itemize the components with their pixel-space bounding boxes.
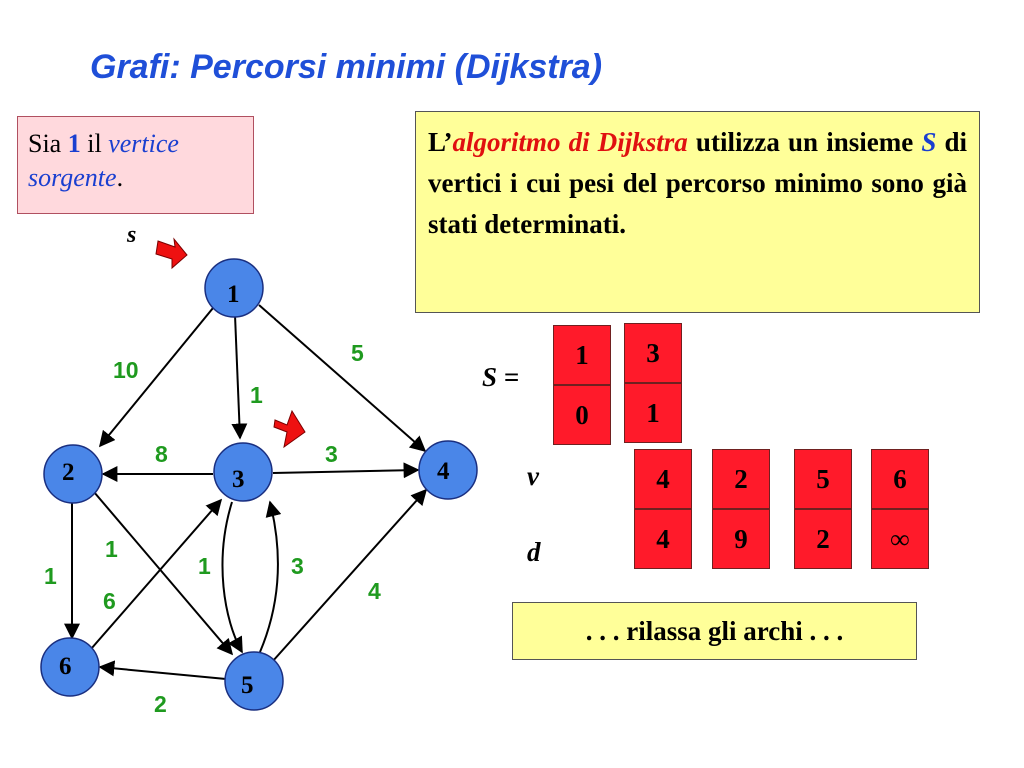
- current-vertex-pointer-arrow-icon: [273, 409, 306, 449]
- edge-1-3: [231, 314, 248, 440]
- row-label-d: d: [527, 537, 541, 567]
- queue-distance-cell-2: 9: [712, 509, 770, 569]
- node-1-label: 1: [227, 281, 240, 308]
- node-5: 5: [224, 651, 284, 711]
- info-text-1: utilizza un insieme: [687, 127, 922, 157]
- node-3: 3: [213, 442, 273, 502]
- source-pointer-arrow-icon: [155, 237, 188, 270]
- weight-1-2: 10: [113, 357, 139, 383]
- node-6-label: 6: [59, 653, 72, 680]
- weight-6-3: 6: [103, 588, 116, 614]
- node-5-label: 5: [241, 672, 254, 699]
- S-distance-cell-2: 1: [624, 383, 682, 443]
- source-vertex-note: Sia 1 il vertice sorgente.: [17, 116, 254, 214]
- weight-5-4: 4: [368, 578, 381, 604]
- edge-6-3: [90, 498, 223, 650]
- queue-vertex-cell-1: 4: [634, 449, 692, 509]
- info-algorithm-name: algoritmo di Dijkstra: [452, 127, 688, 157]
- weight-3-5: 1: [198, 553, 211, 579]
- queue-vertex-cell-2: 2: [712, 449, 770, 509]
- queue-distance-cell-4: ∞: [871, 509, 929, 569]
- queue-vertex-cell-4: 6: [871, 449, 929, 509]
- weight-5-3: 3: [291, 553, 304, 579]
- source-note-text: Sia: [28, 129, 68, 158]
- node-2: 2: [43, 444, 103, 504]
- edge-2-5: [93, 491, 234, 656]
- S-vertex-cell-2: 3: [624, 323, 682, 383]
- source-note-text-2: il: [80, 129, 109, 158]
- node-4-label: 4: [437, 458, 450, 485]
- edge-5-3: [259, 500, 282, 653]
- node-1: 1: [204, 258, 264, 318]
- edge-5-4: [271, 488, 428, 663]
- node-3-label: 3: [232, 466, 245, 493]
- info-text-2: di vertici i cui pesi del percorso minim…: [428, 127, 967, 239]
- source-marker-s: s: [127, 222, 137, 248]
- weight-3-2: 8: [155, 441, 168, 467]
- weight-1-3: 1: [250, 382, 263, 408]
- node-2-label: 2: [62, 459, 75, 486]
- weight-5-6: 2: [154, 691, 167, 717]
- relax-edges-note: . . . rilassa gli archi . . .: [512, 602, 917, 660]
- weight-1-4: 5: [351, 340, 364, 366]
- source-note-em-vertice: vertice: [108, 129, 179, 158]
- source-note-end: .: [116, 163, 124, 192]
- S-vertex-cell-1: 1: [553, 325, 611, 385]
- info-prefix: L’: [428, 127, 453, 157]
- queue-vertex-cell-3: 5: [794, 449, 852, 509]
- weight-3-4: 3: [325, 441, 338, 467]
- source-note-em-sorgente: sorgente: [28, 163, 117, 192]
- set-S-label: S =: [482, 362, 520, 392]
- weight-2-5: 1: [105, 536, 118, 562]
- edge-3-4: [272, 462, 420, 479]
- edge-1-4: [258, 304, 427, 453]
- edge-3-5: [221, 501, 243, 654]
- dijkstra-description-box: L’algoritmo di Dijkstra utilizza un insi…: [415, 111, 980, 313]
- page-title: Grafi: Percorsi minimi (Dijkstra): [90, 48, 603, 86]
- weight-2-6: 1: [44, 563, 57, 589]
- edge-1-2: [98, 307, 214, 448]
- row-label-v: v: [527, 461, 539, 491]
- node-4: 4: [418, 440, 478, 500]
- info-set-name: S: [921, 127, 937, 157]
- queue-distance-cell-1: 4: [634, 509, 692, 569]
- queue-distance-cell-3: 2: [794, 509, 852, 569]
- S-distance-cell-1: 0: [553, 385, 611, 445]
- edge-5-6: [98, 660, 227, 680]
- source-vertex-number: 1: [67, 129, 81, 158]
- node-6: 6: [40, 637, 100, 697]
